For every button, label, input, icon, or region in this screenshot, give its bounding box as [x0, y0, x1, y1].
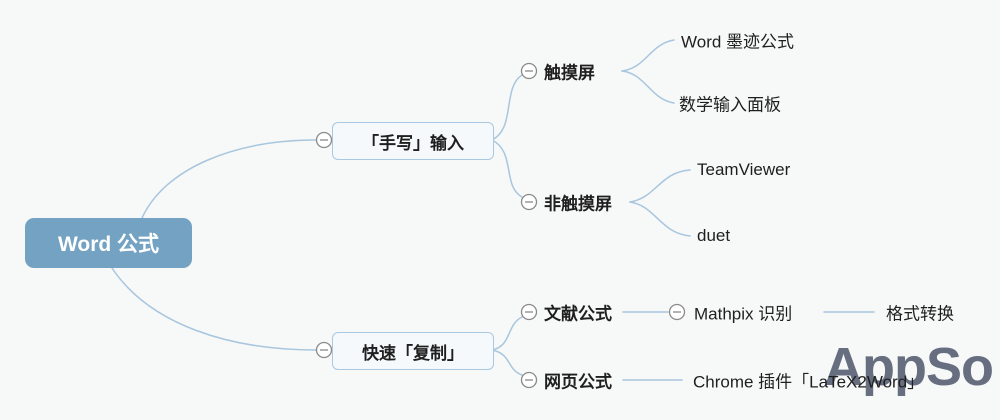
node-webpage-formula[interactable]: 网页公式 — [544, 372, 612, 392]
collapse-icon-webpage[interactable] — [520, 371, 538, 389]
node-math-input-panel[interactable]: 数学输入面板 — [679, 95, 781, 115]
node-format-convert[interactable]: 格式转换 — [886, 304, 954, 324]
node-chrome-latex2word[interactable]: Chrome 插件「LaTeX2Word」 — [693, 372, 925, 392]
node-teamviewer[interactable]: TeamViewer — [697, 160, 791, 179]
collapse-icon-nontouchscreen[interactable] — [520, 193, 538, 211]
link-copy-literature — [491, 316, 523, 351]
node-mathpix-ocr[interactable]: Mathpix 识别 — [694, 304, 793, 324]
link-handwriting-nontouchscreen — [491, 139, 523, 198]
link-nontouchscreen-duet — [629, 201, 691, 237]
link-handwriting-touchscreen — [491, 74, 523, 141]
link-root-handwriting — [141, 139, 317, 219]
collapse-icon-handwriting[interactable] — [315, 131, 333, 149]
collapse-icon-touchscreen[interactable] — [520, 62, 538, 80]
node-duet[interactable]: duet — [697, 226, 731, 245]
node-touchscreen[interactable]: 触摸屏 — [544, 63, 595, 83]
node-root-word-formula[interactable]: Word 公式 — [25, 218, 192, 268]
appso-watermark: AppSo — [824, 337, 994, 397]
link-nontouchscreen-teamviewer — [629, 169, 691, 203]
node-word-ink-equation[interactable]: Word 墨迹公式 — [681, 32, 795, 52]
node-nontouchscreen[interactable]: 非触摸屏 — [544, 194, 612, 214]
link-root-copy — [111, 267, 317, 351]
collapse-icon-literature[interactable] — [520, 303, 538, 321]
link-touchscreen-mathpanel — [621, 70, 675, 104]
collapse-icon-mathpix[interactable] — [668, 303, 686, 321]
node-literature-formula[interactable]: 文献公式 — [544, 304, 612, 324]
node-handwriting-input[interactable]: 「手写」输入 — [332, 122, 494, 160]
collapse-icon-copy[interactable] — [315, 341, 333, 359]
link-touchscreen-inkequation — [621, 39, 675, 72]
link-copy-webpage — [491, 349, 523, 376]
node-quick-copy[interactable]: 快速「复制」 — [332, 332, 494, 370]
